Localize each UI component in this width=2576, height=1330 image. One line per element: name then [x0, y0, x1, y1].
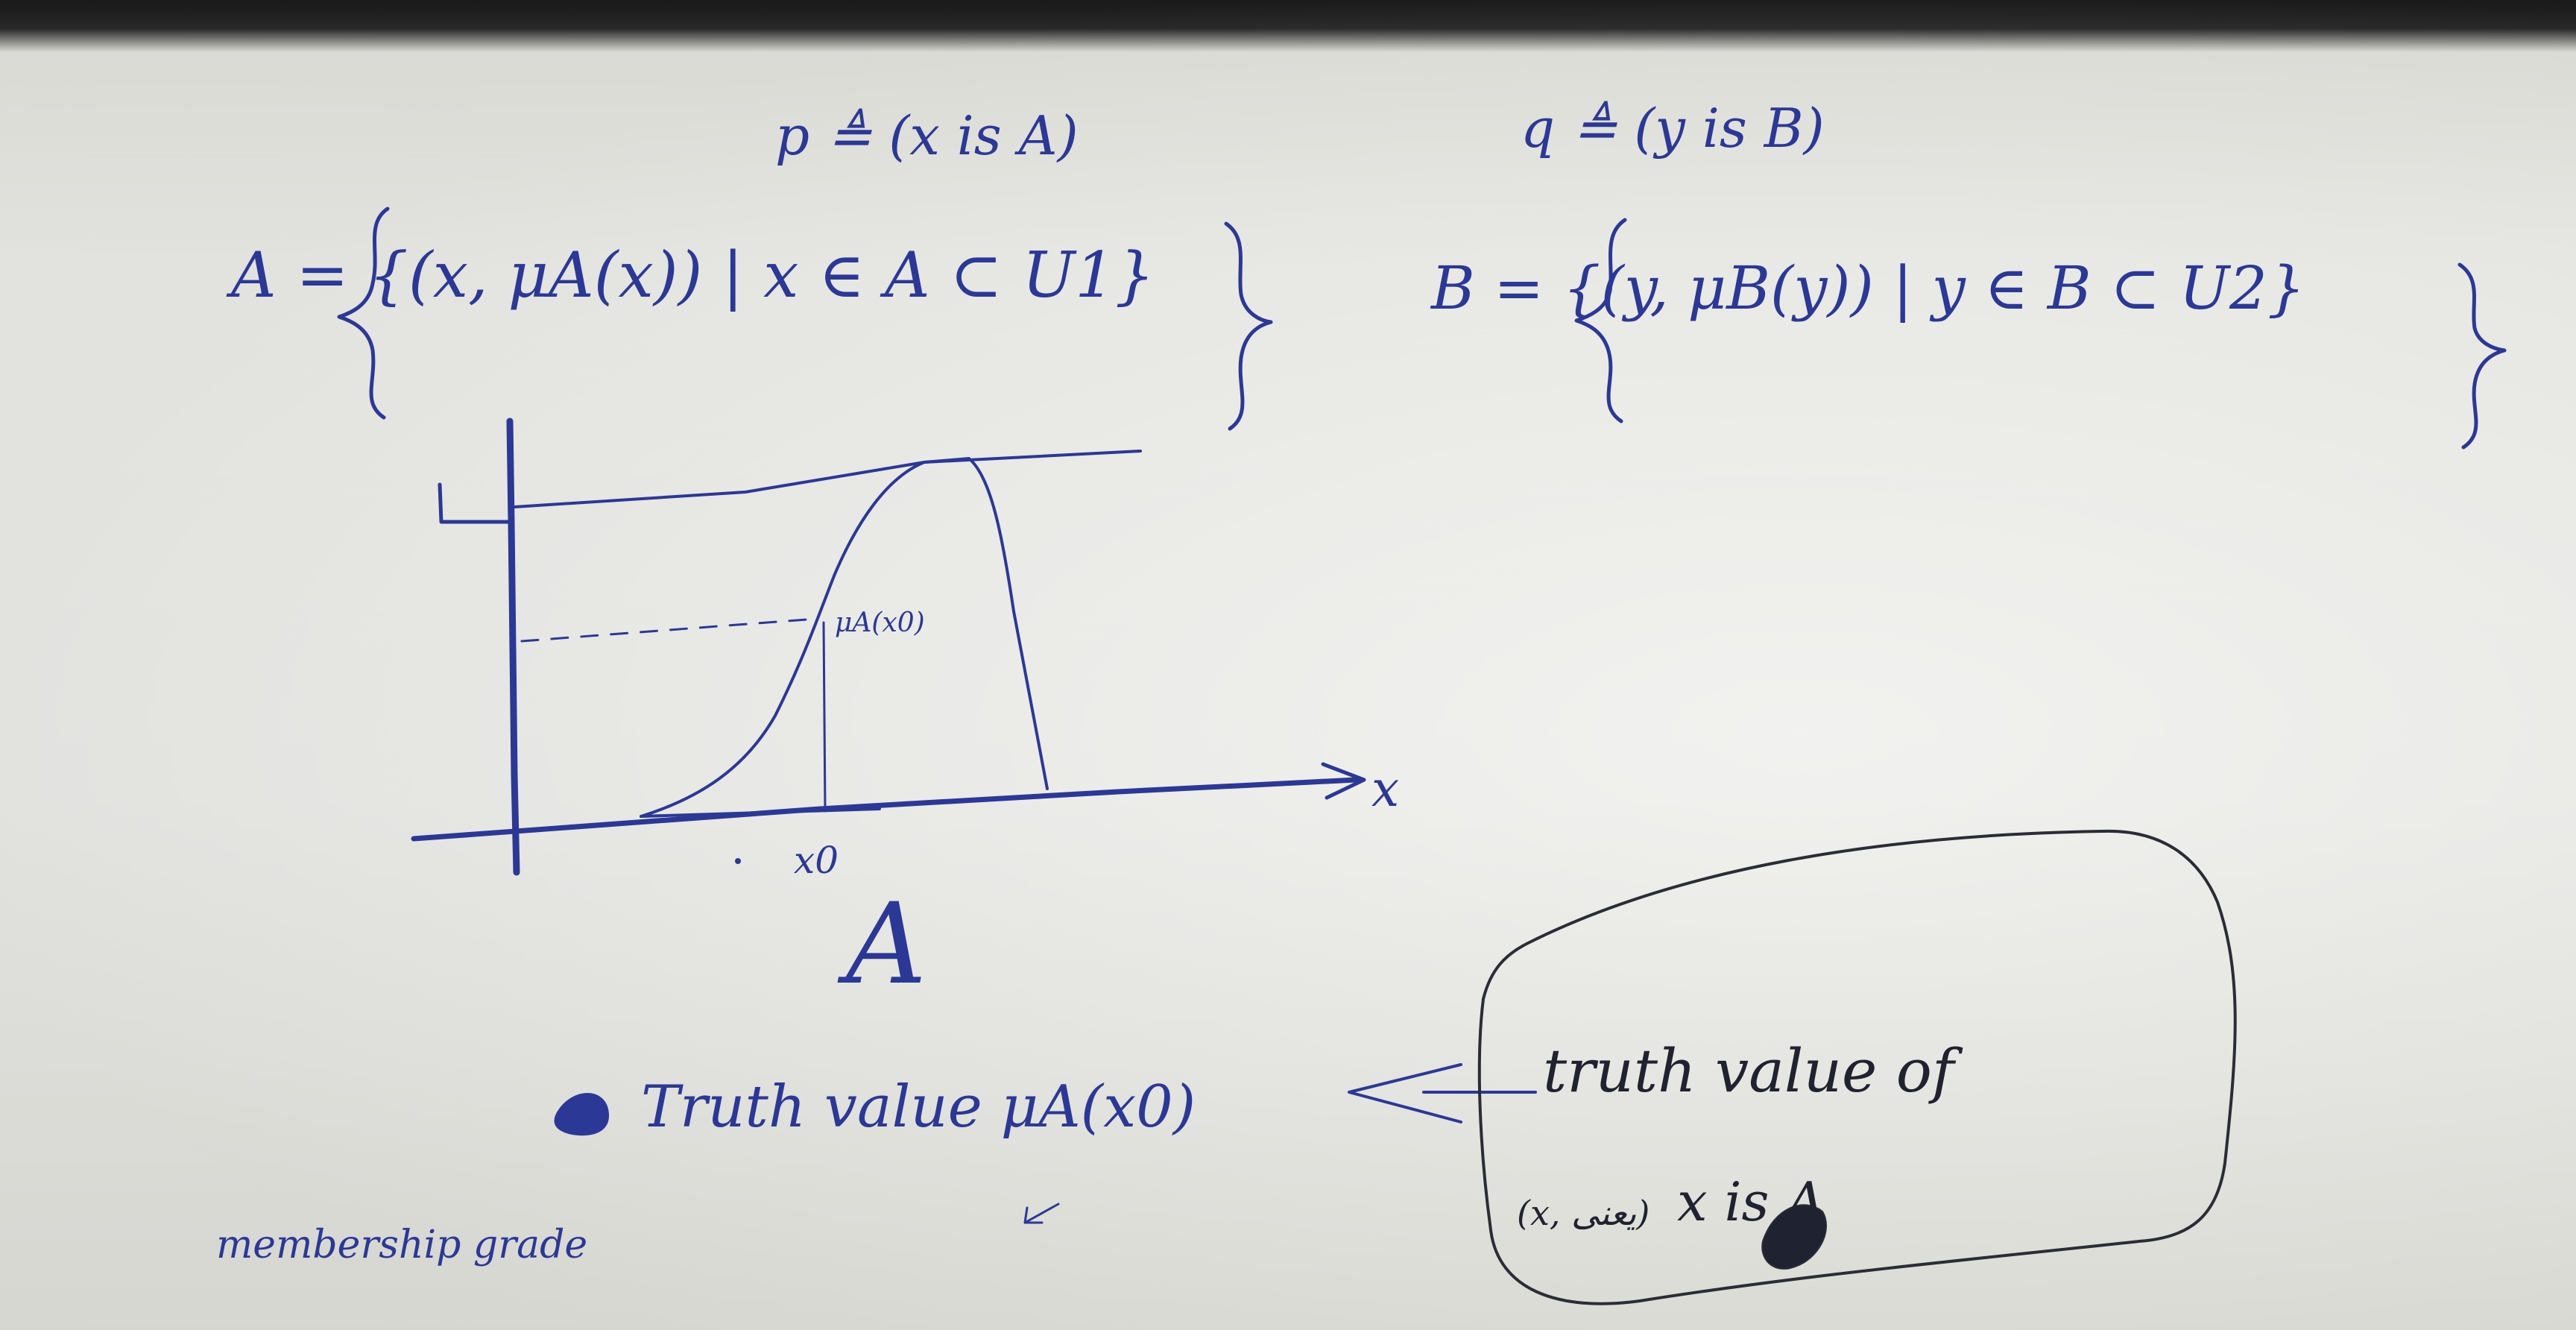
- proposition-q: q ≜ (y is B): [1521, 97, 1825, 160]
- mu-dashed-line: [520, 617, 818, 643]
- bubble-persian-note: (x, یعنی): [1517, 1193, 1650, 1233]
- proposition-p: p ≜ (x is A): [775, 104, 1079, 167]
- ink-blob-bubble: [1761, 1204, 1827, 1270]
- graph-top-line: [513, 450, 1142, 508]
- graph-axis-x-label: x: [1371, 760, 1400, 818]
- set-a-definition: A = {(x, μA(x)) | x ∈ A ⊂ U1}: [231, 239, 1155, 312]
- x0-vertical-line: [822, 621, 827, 813]
- bubble-line-1: truth value of: [1543, 1036, 1954, 1106]
- set-b-definition: B = {(y, μB(y)) | y ∈ B ⊂ U2}: [1431, 253, 2305, 323]
- bubble-line-2: x is A: [1677, 1170, 1825, 1233]
- graph-x-baseline: [640, 807, 881, 818]
- graph-y-axis: [506, 417, 520, 876]
- brace-left-a: [337, 207, 390, 420]
- graph-x-arrow: [1321, 762, 1366, 800]
- brace-right-a: [1224, 221, 1273, 431]
- graph-y-tick: [438, 482, 515, 524]
- x0-dot: [735, 858, 741, 864]
- small-arrow: [1023, 1203, 1060, 1224]
- membership-curve: [640, 457, 1049, 818]
- top-dark-edge: [0, 0, 2576, 52]
- graph-set-name: A: [846, 880, 927, 1009]
- arrow-head-left: [1348, 1063, 1462, 1123]
- ink-blob-left: [554, 1093, 609, 1136]
- membership-grade-text: membership grade: [216, 1223, 588, 1267]
- bubble-outline: [1477, 829, 2237, 1305]
- truth-value-text: Truth value μA(x0): [641, 1074, 1196, 1141]
- brace-left-b: [1574, 218, 1627, 423]
- brace-right-b: [2457, 262, 2507, 450]
- graph-tick-x0: x0: [794, 839, 839, 882]
- graph-x-axis: [411, 777, 1360, 842]
- graph-mu-label: μA(x0): [835, 608, 925, 638]
